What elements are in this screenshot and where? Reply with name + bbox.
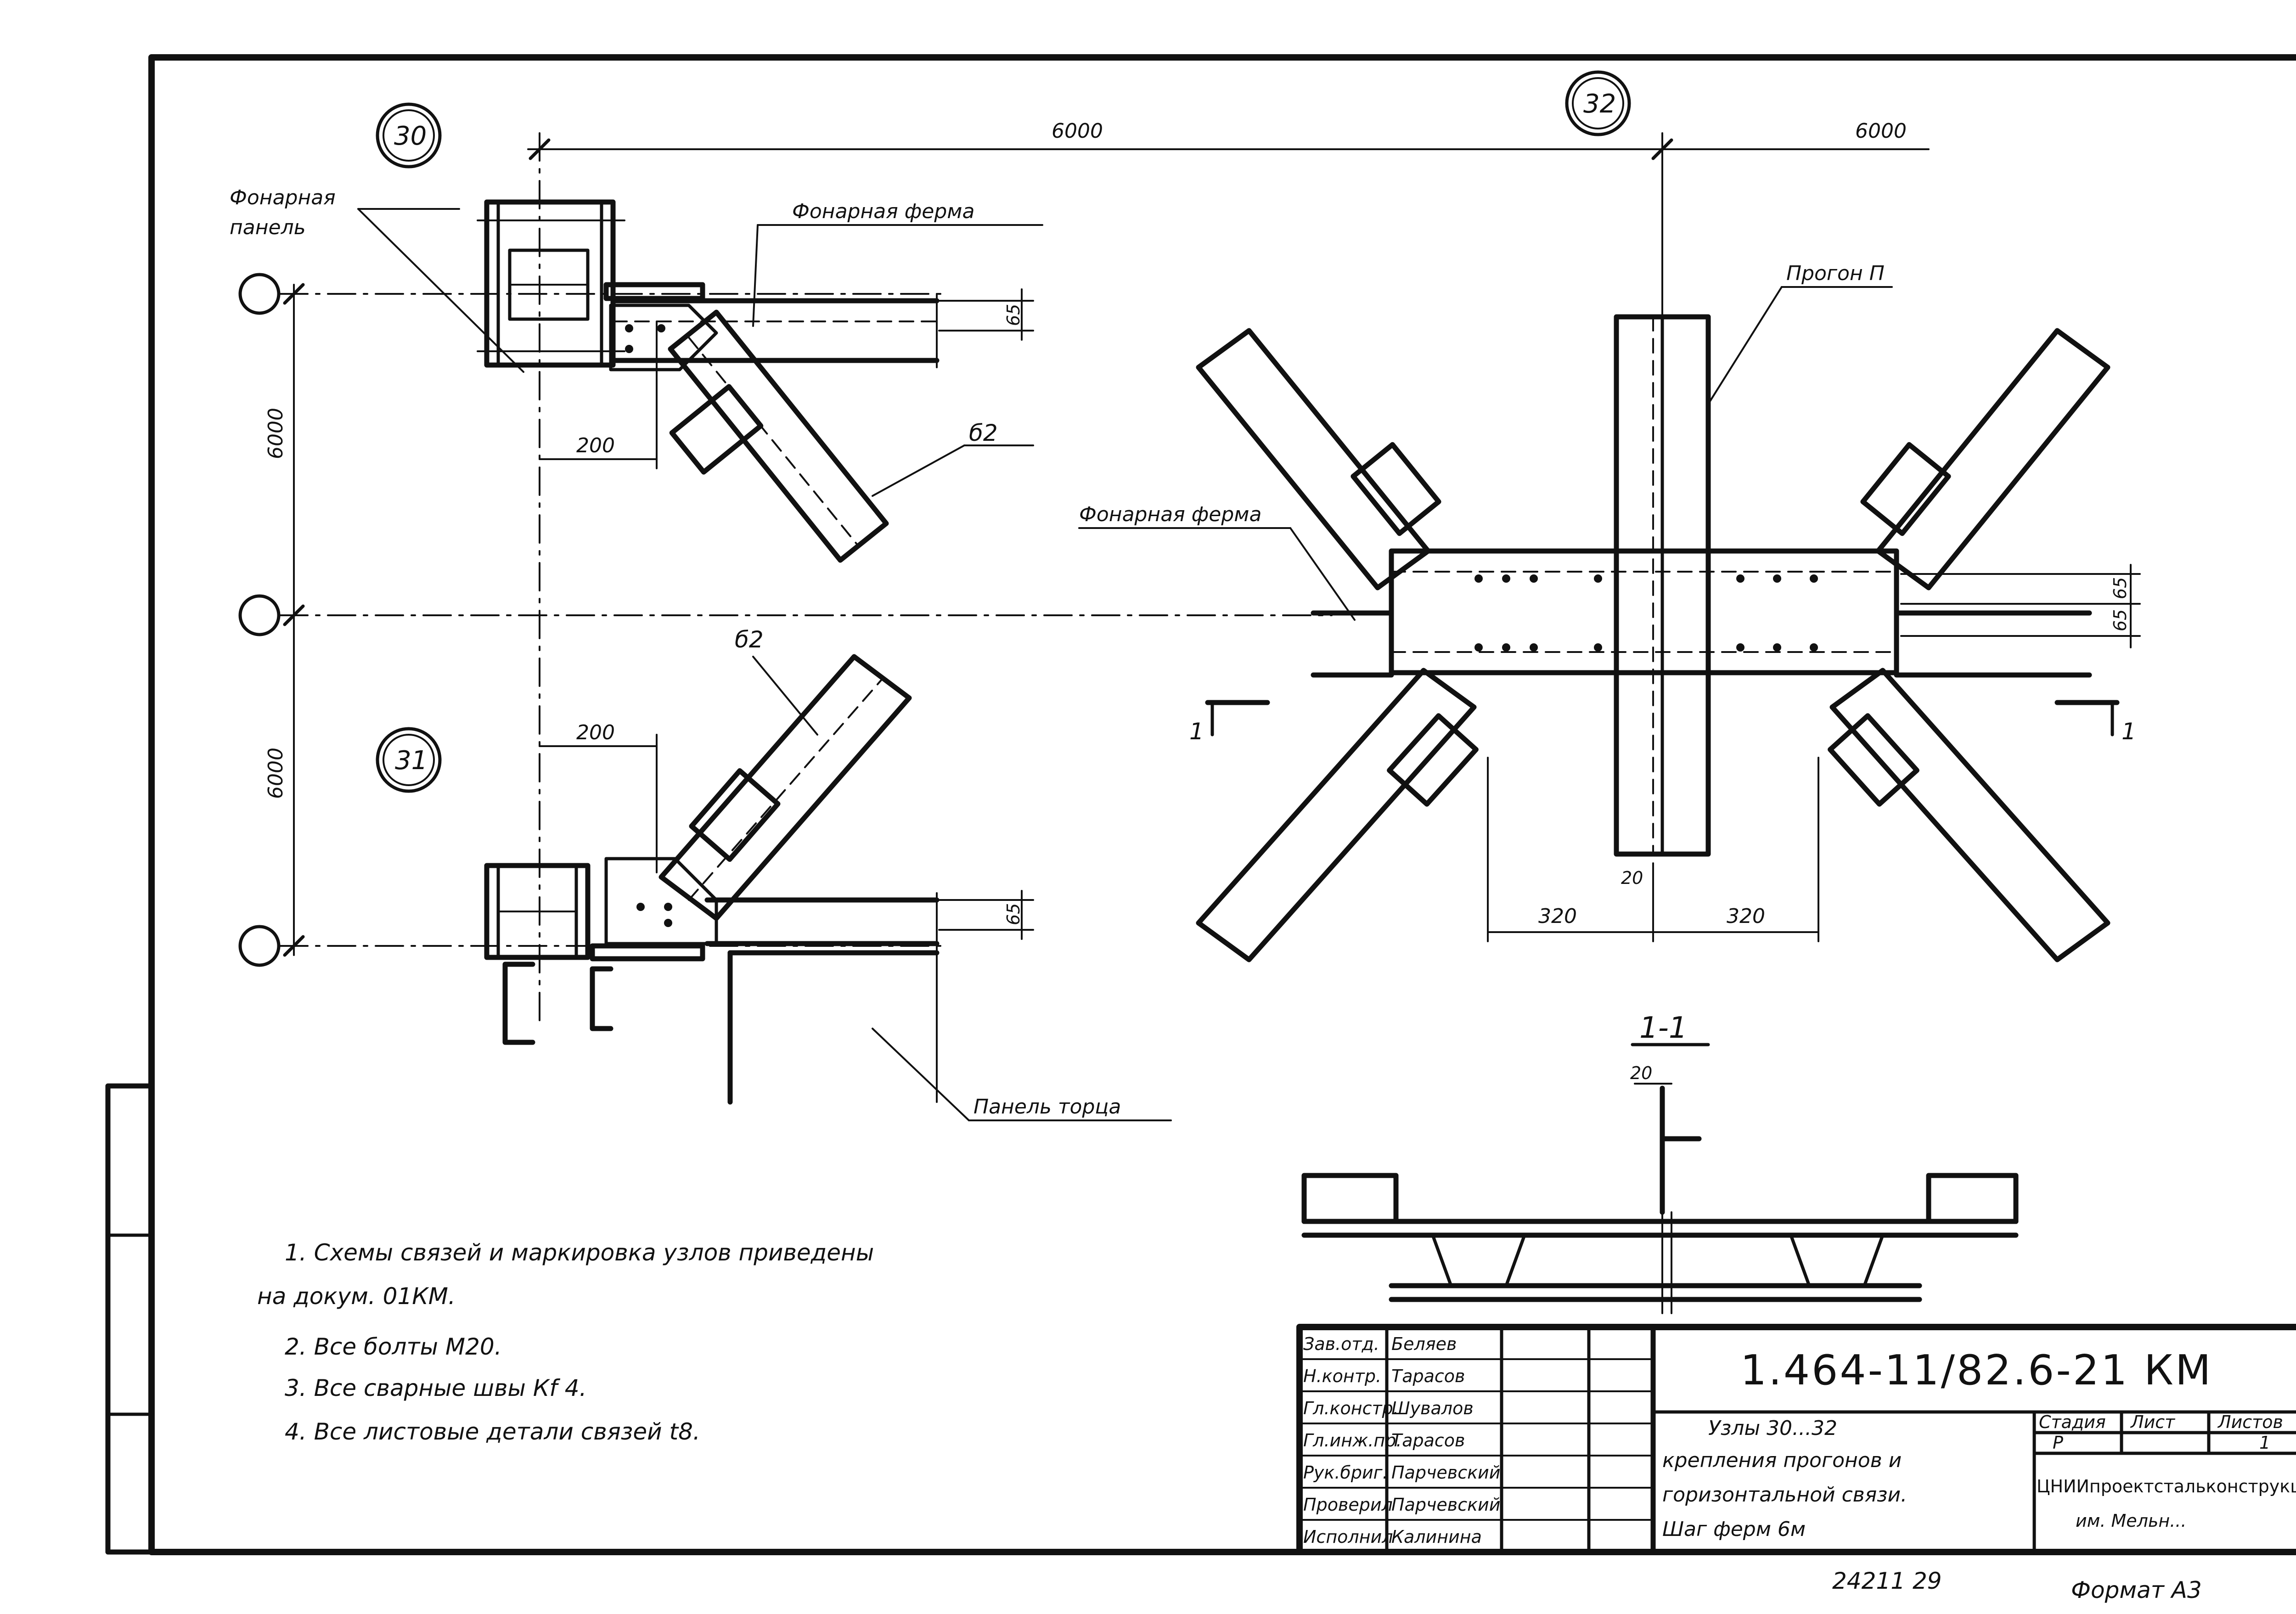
title-role-4: Рук.бриг. bbox=[1303, 1462, 1388, 1483]
n30-dim-200: 200 bbox=[576, 434, 615, 457]
node-31-bubble bbox=[376, 727, 442, 793]
axis-bubble-middle bbox=[238, 594, 281, 636]
n32-dim-65-b: 65 bbox=[2110, 609, 2130, 631]
title-line-3: горизонтальной связи. bbox=[1662, 1483, 1907, 1507]
title-role-3: Гл.инж.пр. bbox=[1303, 1430, 1401, 1451]
title-role-2: Гл.констр. bbox=[1303, 1398, 1399, 1418]
node-30-detail: 30 65 200 bbox=[230, 102, 1043, 563]
end-panel-label: Панель торца bbox=[974, 1095, 1121, 1119]
n31-dim-200: 200 bbox=[576, 721, 615, 744]
title-role-6: Исполнил bbox=[1303, 1527, 1393, 1547]
title-name-3: Тарасов bbox=[1391, 1430, 1465, 1451]
sheet-frame: Г~ bbox=[105, 54, 2296, 1555]
cut-mark-right: 1 bbox=[2122, 718, 2136, 745]
node-32-bubble bbox=[1565, 70, 1631, 136]
dim-6000-left-lower: 6000 bbox=[264, 748, 287, 799]
sheets-value: 1 bbox=[2259, 1433, 2270, 1453]
title-name-4: Парчевский bbox=[1391, 1462, 1500, 1483]
dim-6000-top-left: 6000 bbox=[1052, 119, 1103, 143]
title-name-0: Беляев bbox=[1391, 1334, 1457, 1354]
n32-dim-320-left: 320 bbox=[1538, 905, 1577, 928]
n32-dim-320-right: 320 bbox=[1727, 905, 1765, 928]
sheets-header: Листов bbox=[2217, 1412, 2283, 1432]
org-line-1: ЦНИИпроектстальконструкция bbox=[2037, 1476, 2296, 1496]
node-30-label: 30 bbox=[394, 121, 427, 151]
title-name-1: Тарасов bbox=[1391, 1366, 1465, 1386]
lantern-panel-label-line2: панель bbox=[230, 216, 306, 239]
title-name-2: Шувалов bbox=[1391, 1398, 1474, 1418]
archive-number: 24211 29 bbox=[1832, 1568, 1942, 1594]
node-32-detail: 32 320 bbox=[1078, 70, 2141, 962]
title-name-6: Калинина bbox=[1391, 1527, 1482, 1547]
node-31-detail: 31 200 65 б2 Панел bbox=[376, 626, 1172, 1121]
n32-dim-20: 20 bbox=[1621, 868, 1643, 888]
note-3: 3. Все сварные швы Кf 4. bbox=[285, 1375, 587, 1401]
title-name-5: Парчевский bbox=[1391, 1495, 1500, 1515]
dim-6000-top-right: 6000 bbox=[1855, 119, 1907, 143]
section-title: 1-1 bbox=[1639, 1011, 1688, 1045]
lantern-panel-label-line1: Фонарная bbox=[230, 186, 336, 209]
title-block: Зав.отд.БеляевН.контр.ТарасовГл.констр.Ш… bbox=[1296, 1324, 2296, 1555]
cut-mark-left: 1 bbox=[1189, 718, 1204, 745]
brace-b2-label-upper: б2 bbox=[969, 420, 998, 446]
title-line-4: Шаг ферм 6м bbox=[1662, 1518, 1806, 1541]
axis-bubble-bottom bbox=[238, 925, 281, 967]
sheet-header: Лист bbox=[2130, 1412, 2176, 1432]
n31-dim-65: 65 bbox=[1003, 903, 1024, 925]
node-31-label: 31 bbox=[395, 746, 428, 776]
drawing-designation: 1.464-11/82.6-21 КМ bbox=[1740, 1346, 2213, 1395]
org-line-2: им. Мельн... bbox=[2076, 1511, 2186, 1531]
purlin-label: Прогон П bbox=[1786, 262, 1885, 285]
grid-axes: 6000 6000 6000 6000 bbox=[238, 119, 1930, 1029]
note-4: 4. Все листовые детали связей t8. bbox=[285, 1418, 700, 1445]
note-2: 2. Все болты М20. bbox=[285, 1333, 502, 1360]
binding-strip bbox=[105, 1083, 154, 1555]
brace-b2-label-lower: б2 bbox=[735, 626, 764, 653]
title-line-2: крепления прогонов и bbox=[1662, 1449, 1902, 1472]
title-role-0: Зав.отд. bbox=[1303, 1334, 1379, 1354]
node-30-bubble bbox=[376, 102, 442, 169]
title-role-1: Н.контр. bbox=[1303, 1366, 1381, 1386]
stage-header: Стадия bbox=[2039, 1412, 2106, 1432]
note-1: 1. Схемы связей и маркировка узлов приве… bbox=[285, 1239, 874, 1266]
lantern-truss-label: Фонарная ферма bbox=[792, 200, 974, 223]
n32-dim-65-a: 65 bbox=[2110, 577, 2130, 599]
section-1-1: 1-1 20 bbox=[1301, 1011, 2019, 1314]
note-1-cont: на докум. 01КМ. bbox=[257, 1283, 456, 1310]
axis-bubble-top bbox=[238, 273, 281, 315]
format-label: Формат А3 bbox=[2071, 1577, 2202, 1603]
title-role-5: Проверил bbox=[1303, 1495, 1393, 1515]
notes: 1. Схемы связей и маркировка узлов приве… bbox=[257, 1239, 874, 1445]
stage-value: Р bbox=[2053, 1433, 2063, 1453]
n30-dim-65: 65 bbox=[1003, 304, 1024, 326]
node-32-label: 32 bbox=[1583, 89, 1616, 119]
lantern-truss-label-2: Фонарная ферма bbox=[1079, 503, 1261, 526]
dim-6000-left-upper: 6000 bbox=[264, 408, 287, 459]
section-dim-20: 20 bbox=[1630, 1063, 1652, 1083]
title-line-1: Узлы 30...32 bbox=[1708, 1417, 1837, 1440]
